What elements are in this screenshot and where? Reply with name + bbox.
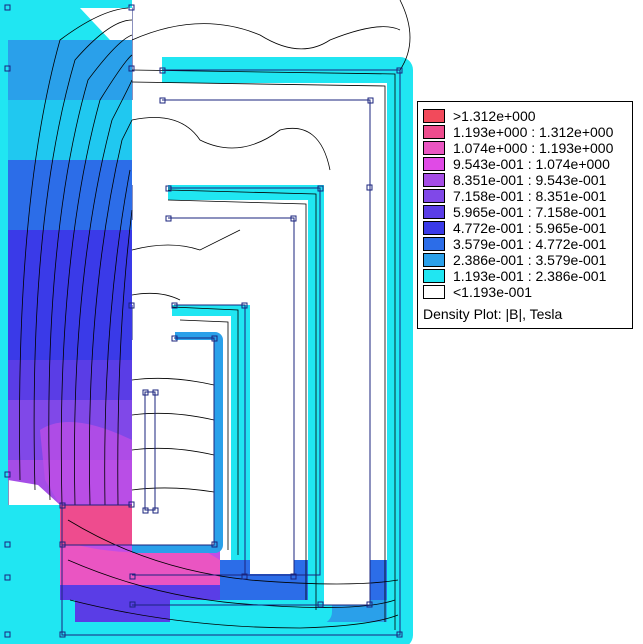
legend-label: 4.772e-001 : 5.965e-001 <box>453 220 607 236</box>
legend-item: 8.351e-001 : 9.543e-001 <box>423 172 632 188</box>
legend-title: Density Plot: |B|, Tesla <box>423 306 563 322</box>
legend-label: >1.312e+000 <box>453 108 536 124</box>
legend-swatch <box>423 157 445 171</box>
legend-label: 2.386e-001 : 3.579e-001 <box>453 252 607 268</box>
legend-swatch <box>423 269 445 283</box>
pole-field-region <box>0 0 132 644</box>
legend-item: 2.386e-001 : 3.579e-001 <box>423 252 632 268</box>
legend-label: 5.965e-001 : 7.158e-001 <box>453 204 607 220</box>
legend-label: 7.158e-001 : 8.351e-001 <box>453 188 607 204</box>
legend-swatch <box>423 221 445 235</box>
flux-lines <box>19 0 411 630</box>
legend-swatch <box>423 285 445 299</box>
legend-swatch <box>423 173 445 187</box>
legend-item: 5.965e-001 : 7.158e-001 <box>423 204 632 220</box>
legend-item: 1.193e+000 : 1.312e+000 <box>423 124 632 140</box>
legend-label: 1.074e+000 : 1.193e+000 <box>453 140 614 156</box>
legend-swatch <box>423 125 445 139</box>
legend-swatch <box>423 109 445 123</box>
legend-label: 1.193e+000 : 1.312e+000 <box>453 124 614 140</box>
legend-item: 1.074e+000 : 1.193e+000 <box>423 140 632 156</box>
slots <box>132 100 372 605</box>
legend-item: 3.579e-001 : 4.772e-001 <box>423 236 632 252</box>
legend-swatch <box>423 189 445 203</box>
legend-item: <1.193e-001 <box>423 284 632 300</box>
legend-item: 4.772e-001 : 5.965e-001 <box>423 220 632 236</box>
geometry-outlines <box>61 69 401 636</box>
legend-swatch <box>423 205 445 219</box>
legend-item: >1.312e+000 <box>423 108 632 124</box>
legend-label: 1.193e-001 : 2.386e-001 <box>453 268 607 284</box>
legend-item: 7.158e-001 : 8.351e-001 <box>423 188 632 204</box>
legend-swatch <box>423 141 445 155</box>
legend-label: 8.351e-001 : 9.543e-001 <box>453 172 607 188</box>
legend-item: 9.543e-001 : 1.074e+000 <box>423 156 632 172</box>
legend-swatch <box>423 237 445 251</box>
legend-swatch <box>423 253 445 267</box>
legend-label: <1.193e-001 <box>453 284 533 300</box>
legend-label: 9.543e-001 : 1.074e+000 <box>453 156 610 172</box>
legend-label: 3.579e-001 : 4.772e-001 <box>453 236 607 252</box>
legend-item: 1.193e-001 : 2.386e-001 <box>423 268 632 284</box>
